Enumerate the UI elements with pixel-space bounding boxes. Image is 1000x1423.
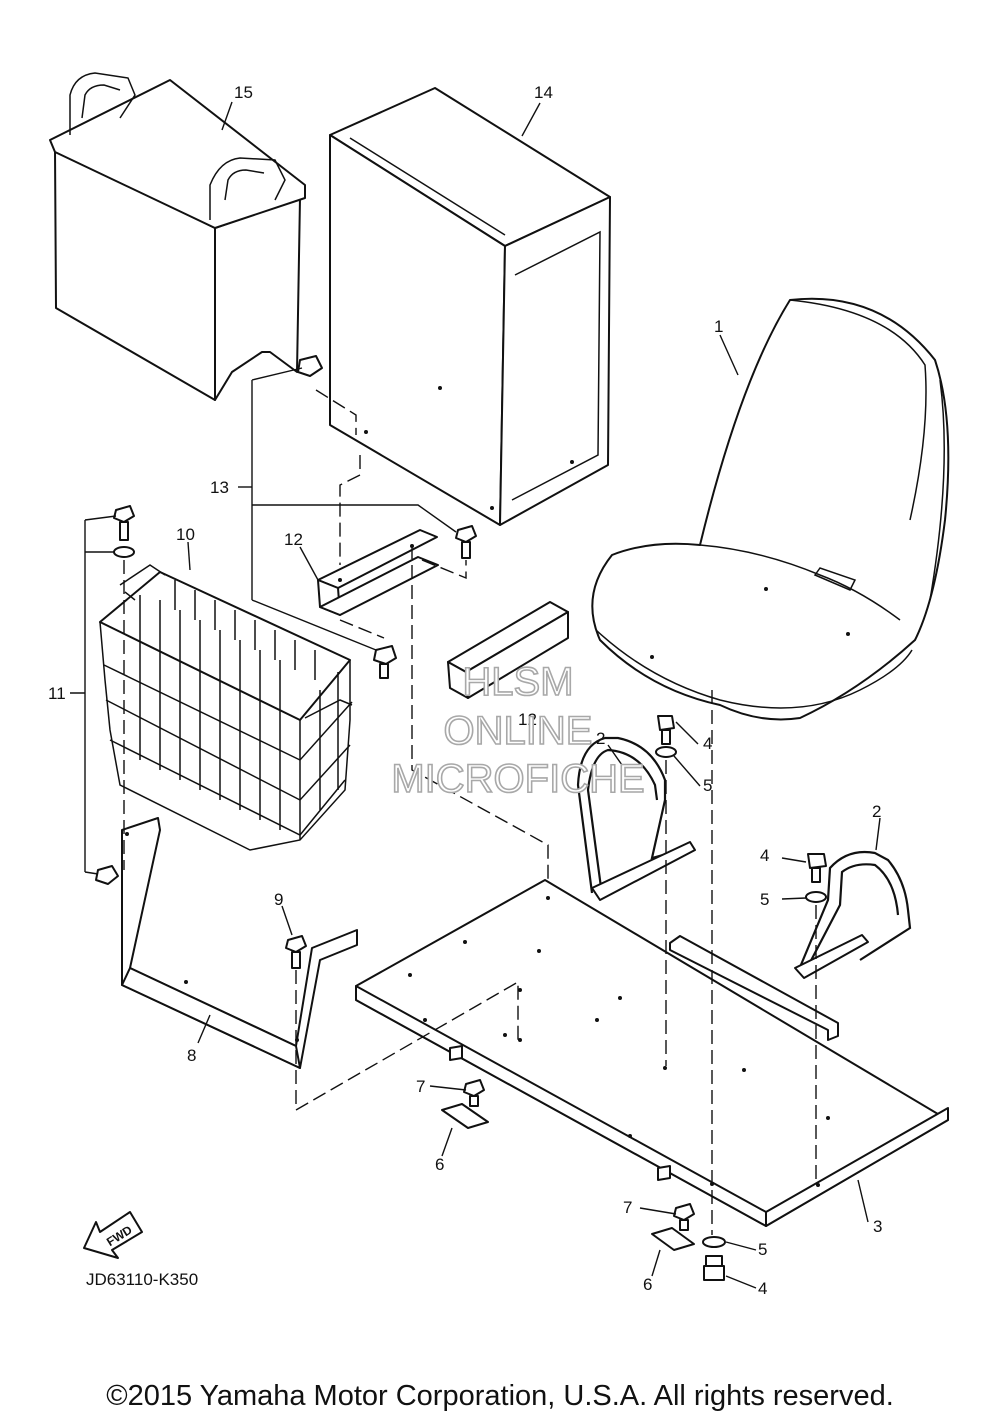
clip-6-lower [651, 1227, 695, 1251]
callout-9: 9 [274, 890, 283, 909]
basket-bracket [121, 817, 358, 1069]
bolt-7-lower [673, 1203, 695, 1231]
callout-14: 14 [534, 83, 553, 102]
callout-1: 1 [714, 317, 723, 336]
callout-2-right: 2 [872, 802, 881, 821]
nut-13 [297, 355, 323, 377]
diagram-code: JD63110-K350 [86, 1270, 199, 1289]
callout-12-upper: 12 [284, 530, 303, 549]
callout-4-upper: 4 [703, 734, 712, 753]
callout-5-upper: 5 [703, 776, 712, 795]
callout-3: 3 [873, 1217, 882, 1236]
callout-12-lower: 12 [518, 710, 537, 729]
bolt-9 [285, 935, 307, 969]
callout-7-upper: 7 [416, 1077, 425, 1096]
bolt-4-right [807, 853, 827, 883]
callout-10: 10 [176, 525, 195, 544]
callout-11: 11 [48, 684, 66, 703]
bolt-13-upper [455, 525, 477, 559]
callout-13: 13 [210, 478, 229, 497]
callout-15: 15 [234, 83, 253, 102]
callout-5-right: 5 [760, 890, 769, 909]
leader-lines [70, 101, 881, 1289]
fwd-arrow-icon: FWD [83, 1211, 143, 1259]
washer-5-right [805, 891, 827, 903]
bolt-4-lower [703, 1255, 725, 1281]
seat-base-plate [355, 879, 949, 1227]
callout-2-left: 2 [596, 729, 605, 748]
nut-11 [95, 865, 119, 885]
bolt-4-upper [657, 715, 675, 745]
watermark-line-3: MICROFICHE [391, 757, 644, 801]
seat [591, 297, 950, 721]
callout-4-lower: 4 [758, 1279, 767, 1298]
callout-8: 8 [187, 1046, 196, 1065]
washer-5-lower [702, 1236, 726, 1248]
bolt-13-lower [373, 645, 397, 679]
callout-5-lower: 5 [758, 1240, 767, 1259]
copyright-notice: ©2015 Yamaha Motor Corporation, U.S.A. A… [106, 1380, 894, 1412]
callout-6-upper: 6 [435, 1155, 444, 1174]
washer-11 [113, 546, 135, 558]
wire-basket [99, 564, 353, 851]
callout-7-lower: 7 [623, 1198, 632, 1217]
callout-4-right: 4 [760, 846, 769, 865]
clip-6-upper [441, 1103, 489, 1129]
assembly-lines [123, 389, 817, 1235]
watermark-line-1: HLSM [462, 660, 573, 704]
seat-support-left [576, 736, 696, 901]
watermark-line-2: ONLINE [444, 709, 593, 753]
bolt-7-upper [463, 1079, 485, 1107]
battery-cover [329, 87, 611, 526]
mounting-bracket-upper [317, 529, 439, 616]
callout-6-lower: 6 [643, 1275, 652, 1294]
battery [49, 72, 306, 401]
seat-support-right [794, 850, 912, 979]
washer-5-upper [655, 746, 677, 758]
bolt-11 [113, 505, 135, 541]
mounting-bracket-lower [447, 601, 569, 699]
